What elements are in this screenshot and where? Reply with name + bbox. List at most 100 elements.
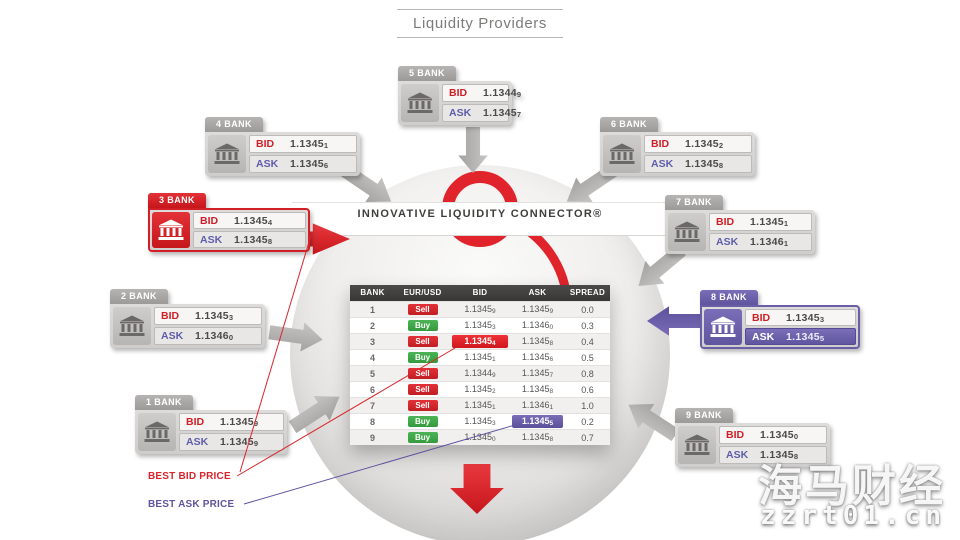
price-table-header: BANK EUR/USD BID ASK SPREAD (350, 285, 610, 301)
bank-number-cell: 9 (369, 432, 375, 443)
sell-button[interactable]: Sell (407, 336, 438, 347)
ask-cell: 1.13459 (521, 304, 554, 316)
bank-number-cell: 6 (369, 384, 375, 395)
bank-icon (704, 309, 742, 345)
sell-button[interactable]: Sell (407, 304, 438, 315)
sell-button[interactable]: Sell (407, 368, 438, 379)
ask-label: ASK (161, 330, 184, 342)
bid-row: BID 1.13450 (719, 426, 827, 444)
ask-cell: 1.13458 (521, 336, 554, 348)
header-ask: ASK (528, 288, 547, 297)
bid-cell: 1.13453 (464, 416, 496, 428)
bid-value: 1.13450 (760, 429, 799, 442)
buy-button[interactable]: Buy (407, 416, 438, 427)
bank-number-cell: 7 (369, 400, 375, 411)
bid-value: 1.13452 (685, 138, 724, 151)
side-cell: Buy (395, 432, 450, 443)
ask-label: ASK (200, 233, 223, 246)
header-bid: BID (472, 288, 488, 297)
bid-label: BID (726, 429, 745, 441)
bid-row: BID 1.13451 (249, 135, 357, 153)
bid-value: 1.13453 (786, 311, 825, 324)
bank-card-title: 6 BANK (600, 117, 658, 132)
ask-value: 1.13455 (786, 330, 825, 343)
ask-value: 1.13458 (685, 158, 724, 171)
price-table: BANK EUR/USD BID ASK SPREAD 1 Sell 1.134… (350, 285, 610, 445)
bank-number-cell: 8 (369, 416, 375, 427)
spread-cell: 0.6 (581, 384, 594, 395)
bank-card-title: 7 BANK (665, 195, 723, 210)
ask-label: ASK (256, 158, 279, 170)
bid-label: BID (651, 138, 670, 150)
table-row: 1 Sell 1.13459 1.13459 0.0 (350, 301, 610, 317)
ask-value: 1.13456 (290, 158, 329, 171)
bid-value: 1.13451 (290, 138, 329, 151)
sell-button[interactable]: Sell (407, 400, 438, 411)
table-row: 7 Sell 1.13451 1.13461 1.0 (350, 397, 610, 413)
bid-cell: 1.13451 (464, 352, 496, 364)
bid-label: BID (752, 311, 771, 324)
bid-label: BID (200, 214, 219, 227)
bid-label: BID (161, 310, 180, 322)
table-row: 4 Buy 1.13451 1.13456 0.5 (350, 349, 610, 365)
ask-cell: 1.13460 (521, 320, 554, 332)
best-ask-cell: 1.13455 (512, 415, 563, 428)
buy-button[interactable]: Buy (407, 352, 438, 363)
bank-number-cell: 2 (369, 320, 375, 331)
bank-icon (208, 135, 246, 173)
spread-cell: 0.0 (581, 304, 594, 315)
side-cell: Sell (395, 400, 450, 411)
bank-number-cell: 3 (369, 336, 375, 347)
spread-cell: 0.7 (581, 432, 594, 443)
side-cell: Sell (395, 384, 450, 395)
spread-cell: 0.8 (581, 368, 594, 379)
bank-number-cell: 5 (369, 368, 375, 379)
bid-value: 1.13453 (195, 310, 234, 323)
price-table-body: 1 Sell 1.13459 1.13459 0.0 2 Buy 1.13453… (350, 301, 610, 445)
bank-icon (603, 135, 641, 173)
bank-number-cell: 1 (369, 304, 375, 315)
page-title: Liquidity Providers (397, 9, 563, 38)
side-cell: Buy (395, 352, 450, 363)
bid-value: 1.13454 (234, 214, 273, 227)
ask-value: 1.13459 (220, 436, 259, 449)
spread-cell: 0.3 (581, 320, 594, 331)
side-cell: Sell (395, 368, 450, 379)
buy-button[interactable]: Buy (407, 320, 438, 331)
bid-cell: 1.13450 (464, 432, 496, 444)
bid-label: BID (256, 138, 275, 150)
bid-value: 1.13459 (220, 416, 259, 429)
bank-icon (113, 307, 151, 345)
bank-icon (152, 212, 190, 248)
table-row: 5 Sell 1.13449 1.13457 0.8 (350, 365, 610, 381)
ask-row: ASK 1.13458 (719, 446, 827, 464)
bid-label: BID (449, 87, 468, 99)
watermark-url-text: zzrt01.cn (760, 501, 946, 531)
side-cell: Buy (395, 416, 450, 427)
bid-row: BID 1.13454 (193, 212, 306, 229)
ask-row: ASK 1.13460 (154, 327, 262, 345)
spread-cell: 0.4 (581, 336, 594, 347)
bank-icon (678, 426, 716, 464)
bank-icon (668, 213, 706, 251)
ask-label: ASK (726, 449, 749, 461)
ask-value: 1.13458 (760, 449, 799, 462)
table-row: 2 Buy 1.13453 1.13460 0.3 (350, 317, 610, 333)
ask-value: 1.13460 (195, 330, 234, 343)
bank-card-title: 8 BANK (700, 290, 758, 305)
buy-button[interactable]: Buy (407, 432, 438, 443)
sell-button[interactable]: Sell (407, 384, 438, 395)
ask-cell: 1.13458 (521, 384, 554, 396)
ask-cell: 1.13461 (521, 400, 554, 412)
